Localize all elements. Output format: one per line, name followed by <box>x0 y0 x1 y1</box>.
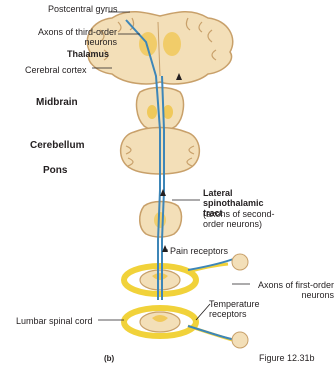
lumbar-spinal-cord-label: Lumbar spinal cord <box>16 316 93 326</box>
pain-receptor-skin <box>232 254 248 270</box>
axons-first-order-label: Axons of first-order neurons <box>248 280 334 300</box>
cerebellum-label: Cerebellum <box>30 141 84 151</box>
cerebrum-section <box>87 12 233 84</box>
thalamus-label: Thalamus <box>67 49 109 59</box>
medulla-section <box>140 202 182 238</box>
panel-label: (b) <box>104 354 114 364</box>
midbrain-label: Midbrain <box>36 98 78 108</box>
lateral-spinothalamic-sub-label: (axons of second-order neurons) <box>203 209 289 229</box>
figure-caption: Figure 12.31b <box>259 353 315 363</box>
pons-label: Pons <box>43 166 67 176</box>
axons-third-order-label: Axons of third-order neurons <box>31 27 117 47</box>
cerebral-cortex-label: Cerebral cortex <box>25 65 87 75</box>
spinal-cord-upper <box>124 264 228 294</box>
temperature-receptor-skin <box>232 332 248 348</box>
pain-receptors-label: Pain receptors <box>170 246 228 256</box>
postcentral-gyrus-label: Postcentral gyrus <box>48 4 118 14</box>
temperature-receptors-label: Temperature receptors <box>209 299 281 319</box>
